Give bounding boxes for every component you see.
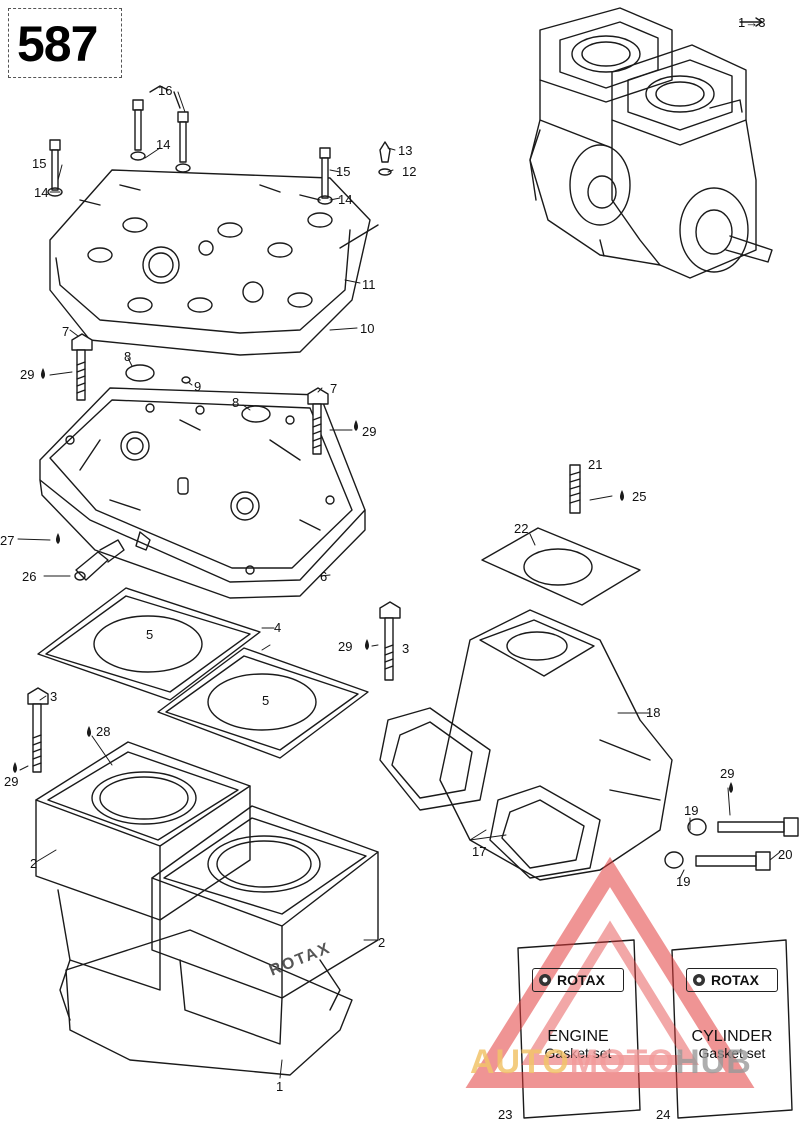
callout-3: 3 <box>402 641 410 656</box>
callout-6: 6 <box>320 569 328 584</box>
callout-7: 7 <box>62 324 70 339</box>
callout-7: 7 <box>330 381 338 396</box>
callout-25: 25 <box>632 489 647 504</box>
head-bolt-left <box>71 333 93 401</box>
model-number: 587 <box>17 16 98 72</box>
cylinder-gasket-kit: ROTAX CYLINDER Gasket set <box>676 948 788 1114</box>
cylinder-rear <box>151 805 379 1045</box>
callout-5: 5 <box>146 627 154 642</box>
head-gasket-rear <box>157 647 369 759</box>
rotax-gear-icon <box>693 974 705 986</box>
kit-subtitle: Gasket set <box>698 1045 766 1061</box>
o-ring <box>125 364 155 382</box>
callout-29: 29 <box>362 424 377 439</box>
engine-gasket-kit: ROTAX ENGINE Gasket set <box>522 948 634 1114</box>
washer-19 <box>664 851 684 869</box>
callout-18: 18 <box>646 705 661 720</box>
callout-14: 14 <box>34 185 49 200</box>
exhaust-gasket <box>481 527 641 606</box>
callout-21: 21 <box>588 457 603 472</box>
head-bolt-right <box>307 387 329 455</box>
kit-subtitle: Gasket set <box>544 1045 612 1061</box>
callout-2: 2 <box>378 935 386 950</box>
callout-19: 19 <box>684 803 699 818</box>
cylinder-front <box>35 741 251 1021</box>
manifold-bolt <box>695 817 799 871</box>
callout-2: 2 <box>30 856 38 871</box>
callout-17: 17 <box>472 844 487 859</box>
callout-15: 15 <box>32 156 47 171</box>
kit-title: CYLINDER <box>691 1028 773 1045</box>
callout-12: 12 <box>402 164 417 179</box>
temperature-sensor <box>74 539 125 581</box>
cylinder-bolt-left <box>27 687 49 773</box>
callout-26: 26 <box>22 569 37 584</box>
exhaust-manifold <box>379 609 673 881</box>
callout-10: 10 <box>360 321 375 336</box>
kit-title: ENGINE <box>547 1028 609 1045</box>
callout-8: 8 <box>232 395 240 410</box>
callout-13: 13 <box>398 143 413 158</box>
head-gasket-front <box>37 587 261 701</box>
callout-5: 5 <box>262 693 270 708</box>
callout-9: 9 <box>194 379 202 394</box>
callout-14: 14 <box>156 137 171 152</box>
washer <box>181 376 191 384</box>
exhaust-stud <box>569 464 581 514</box>
watermark-text: AUTOMOTOHUB <box>470 1043 752 1081</box>
model-number-box: 587 <box>8 8 122 78</box>
callout-28: 28 <box>96 724 111 739</box>
cover-bolts <box>47 85 392 205</box>
cylinder-bolt-right <box>379 601 401 681</box>
callout-1: 1 <box>276 1079 284 1094</box>
engine-assembly <box>529 7 773 279</box>
callout-29: 29 <box>720 766 735 781</box>
callout-24: 24 <box>656 1107 671 1122</box>
callout-8: 8 <box>124 349 132 364</box>
callout-11: 11 <box>362 277 376 292</box>
washer-19 <box>687 818 707 836</box>
callout-3: 3 <box>50 689 58 704</box>
callout-19: 19 <box>676 874 691 889</box>
callout-27: 27 <box>0 533 15 548</box>
cylinder-head <box>39 387 366 599</box>
callout-4: 4 <box>274 620 282 635</box>
callout-16: 16 <box>158 83 173 98</box>
callout-15: 15 <box>336 164 351 179</box>
kit-brand-label: ROTAX <box>532 968 624 992</box>
callout-14: 14 <box>338 192 353 207</box>
callout-20: 20 <box>778 847 793 862</box>
engine-assembly-ref: 1→3 <box>738 15 766 30</box>
callout-29: 29 <box>4 774 19 789</box>
callout-29: 29 <box>338 639 353 654</box>
kit-brand-label: ROTAX <box>686 968 778 992</box>
callout-23: 23 <box>498 1107 513 1122</box>
cylinder-head-cover <box>49 169 379 356</box>
rotax-gear-icon <box>539 974 551 986</box>
callout-22: 22 <box>514 521 529 536</box>
callout-29: 29 <box>20 367 35 382</box>
base-gasket <box>65 929 353 1076</box>
o-ring <box>241 405 271 423</box>
